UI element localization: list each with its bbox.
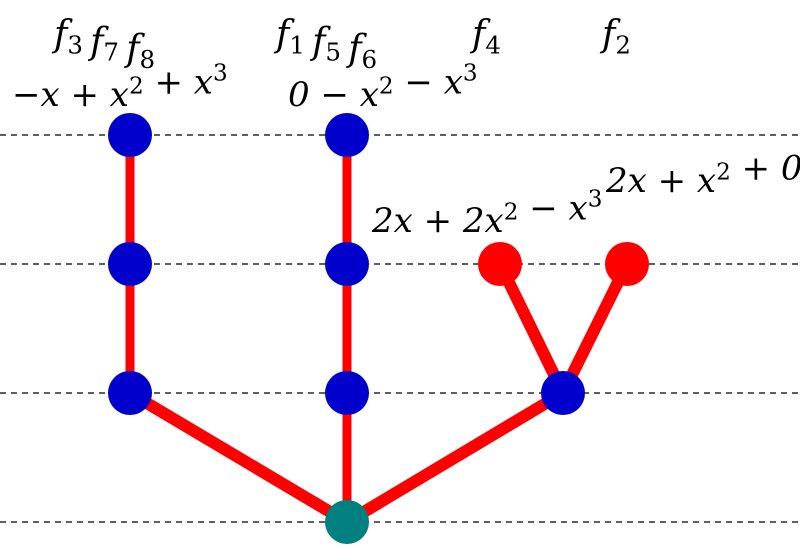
node-red bbox=[605, 242, 649, 286]
node-blue bbox=[325, 371, 369, 415]
nodes bbox=[108, 113, 649, 544]
polynomial-term: + 0 bbox=[731, 148, 800, 188]
edge bbox=[557, 258, 633, 399]
function-index: 2 bbox=[615, 30, 631, 59]
function-index: 7 bbox=[103, 38, 119, 67]
function-index: 1 bbox=[289, 30, 305, 59]
node-root bbox=[325, 500, 369, 544]
function-index: 6 bbox=[362, 45, 378, 74]
polynomial-term: + x bbox=[144, 62, 213, 102]
polynomial-labels: −x + x2 + x3 0 − x2 − x3 2x + 2x2 − x3 2… bbox=[12, 61, 800, 241]
edge bbox=[494, 258, 569, 399]
node-red bbox=[478, 242, 522, 286]
function-index: 8 bbox=[140, 45, 156, 74]
function-index: 5 bbox=[325, 38, 341, 67]
polynomial-exponent: 3 bbox=[213, 61, 228, 87]
polynomial-exponent: 2 bbox=[504, 199, 519, 225]
edge bbox=[341, 387, 569, 528]
node-blue bbox=[108, 371, 152, 415]
polynomial-term: −x + x bbox=[12, 75, 129, 115]
node-blue bbox=[325, 113, 369, 157]
polynomial-label: 2x + 2x2 − x3 bbox=[371, 187, 602, 241]
group-label: f4 bbox=[469, 14, 501, 59]
node-blue bbox=[325, 242, 369, 286]
node-blue bbox=[108, 113, 152, 157]
polynomial-term: 2x + x bbox=[605, 161, 716, 201]
polynomial-term: − x bbox=[518, 188, 587, 228]
group-label: f1 f5 f6 bbox=[273, 14, 377, 74]
polynomial-exponent: 2 bbox=[716, 159, 731, 185]
polynomial-exponent: 2 bbox=[129, 73, 144, 99]
function-index: 4 bbox=[485, 30, 501, 59]
edge bbox=[124, 387, 353, 528]
group-label: f2 bbox=[599, 14, 631, 59]
polynomial-exponent: 2 bbox=[379, 73, 394, 99]
node-blue bbox=[541, 371, 585, 415]
group-labels: f3 f7 f8 f1 f5 f6 f4 f2 bbox=[51, 14, 631, 74]
node-blue bbox=[108, 242, 152, 286]
polynomial-label: 0 − x2 − x3 bbox=[288, 61, 478, 115]
polynomial-exponent: 3 bbox=[588, 187, 603, 213]
polynomial-label: 2x + x2 + 0 bbox=[605, 148, 800, 201]
polynomial-term: 0 − x bbox=[288, 75, 379, 115]
polynomial-term: 2x + 2x bbox=[371, 201, 504, 241]
polynomial-label: −x + x2 + x3 bbox=[12, 61, 228, 115]
polynomial-exponent: 3 bbox=[463, 61, 478, 87]
function-index: 3 bbox=[67, 30, 83, 59]
polynomial-term: − x bbox=[394, 62, 463, 102]
group-label: f3 f7 f8 bbox=[51, 14, 155, 74]
